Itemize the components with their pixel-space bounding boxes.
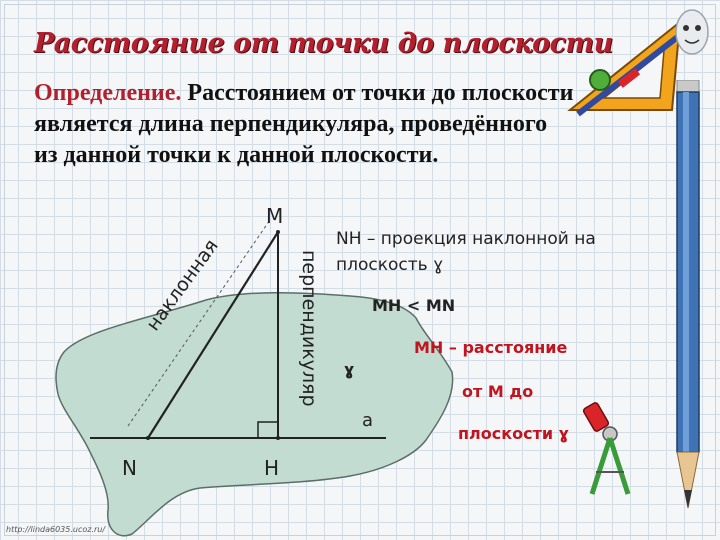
point-N [146,436,150,440]
note-distance-line-2: от M до [462,382,534,401]
slide-title: Расстояние от точки до плоскости [34,28,613,59]
pencil-icon [676,80,700,509]
plane-shape [55,291,454,537]
compass-icon [582,402,631,495]
label-plane-alpha: a [362,410,374,431]
source-url[interactable]: http://linda6035.ucoz.ru/ [6,525,106,534]
note-inequality: MH < MN [372,296,456,315]
point-M [276,230,280,234]
right-angle-mark [257,421,278,438]
label-point-M: M [266,204,284,228]
definition-body: Расстоянием от точки до плоскости являет… [34,80,574,168]
slant-line-MN [147,231,279,439]
label-perpendicular: перпендикуляр [298,250,320,407]
label-point-H: H [264,456,280,480]
mascot-icon [675,9,709,55]
note-distance-line-3: плоскости ɣ [458,424,569,443]
triangle-ruler-icon [567,19,686,117]
definition-lead: Определение. [34,80,182,106]
label-point-N: N [122,456,137,480]
note-projection: NH – проекция наклонной на плоскость ɣ [336,229,596,275]
definition-text: Определение. Расстоянием от точки до пло… [34,78,574,171]
label-plane-gamma: ɣ [344,360,355,379]
point-H [276,436,280,440]
note-distance-line-1: MH – расстояние [414,338,568,357]
